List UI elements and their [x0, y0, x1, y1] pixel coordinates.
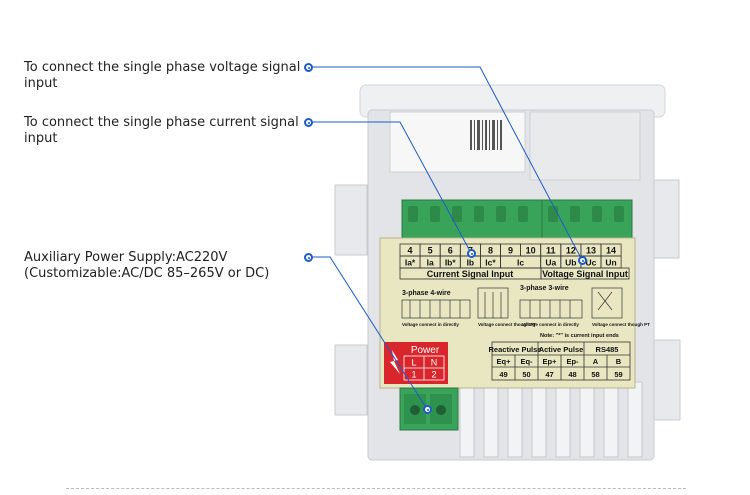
bottom-divider — [66, 488, 686, 489]
voltage-callout-dot — [304, 63, 313, 72]
power-supply-callout: Auxiliary Power Supply:AC220V (Customiza… — [24, 250, 324, 282]
terminal-name-2: Ib* — [445, 258, 457, 268]
current-input-callout: To connect the single phase current sign… — [24, 115, 314, 147]
pulse-number-47: 47 — [545, 370, 553, 379]
voltage-callout-line1: To connect the single phase voltage sign… — [24, 60, 301, 75]
power-n-label: N — [431, 358, 438, 368]
rotated-info-label — [529, 111, 641, 181]
terminal-name-row: Ia* Ia Ib* Ib Ic* Ic Ua Ub Uc Un — [399, 255, 622, 269]
current-callout-line1: To connect the single phase current sign… — [24, 115, 299, 130]
power-callout-line2: (Customizable:AC/DC 85–265V or DC) — [24, 266, 270, 281]
active-pulse-header: Active Pulse — [539, 345, 584, 354]
terminal-number-8: 8 — [488, 246, 493, 256]
terminal-name-9: Un — [605, 258, 616, 268]
pulse-name-1: Eq- — [520, 357, 533, 366]
voltage-callout-line2: input — [24, 76, 58, 91]
terminal-number-4: 4 — [408, 246, 413, 256]
diagram-3wire-title: 3-phase 3-wire — [520, 285, 569, 292]
reactive-pulse-header: Reactive Pulse — [489, 345, 542, 354]
voltage-signal-input-label: Voltage Signal Input — [542, 269, 628, 279]
power-title: Power — [411, 345, 440, 356]
barcode — [470, 120, 502, 150]
product-sticker — [389, 111, 526, 173]
terminal-name-5: Ic — [517, 258, 524, 268]
terminal-number-13: 13 — [586, 246, 596, 256]
current-signal-input-label: Current Signal Input — [427, 269, 514, 279]
lightning-icon — [390, 350, 400, 374]
leader-lines — [313, 66, 583, 410]
power-callout-line1: Auxiliary Power Supply:AC220V — [24, 250, 228, 265]
terminal-name-8: Uc — [586, 258, 597, 268]
power-terminal-dot — [423, 405, 432, 414]
current-terminal-dot — [467, 249, 476, 258]
pulse-name-2: Ep+ — [543, 357, 558, 366]
voltage-terminal-dot — [578, 256, 587, 265]
current-callout-dot — [304, 118, 313, 127]
current-callout-line2: input — [24, 131, 58, 146]
caption-4wire-direct: Voltage connect in directly — [402, 322, 459, 327]
pulse-output-table — [491, 341, 631, 381]
pulse-number-row: 49 50 47 48 58 59 — [499, 370, 622, 379]
terminal-number-6: 6 — [448, 246, 453, 256]
wiring-diagram-4wire — [401, 287, 509, 319]
terminal-number-12: 12 — [566, 246, 576, 256]
power-callout-dot — [304, 253, 313, 262]
terminal-name-3: Ib — [467, 258, 475, 268]
rs485-header: RS485 — [596, 345, 619, 354]
terminal-name-7: Ub — [565, 258, 576, 268]
caption-3wire-direct: Voltage connect in directly — [522, 322, 579, 327]
terminal-number-5: 5 — [428, 246, 433, 256]
pulse-number-50: 50 — [522, 370, 530, 379]
terminal-number-14: 14 — [606, 246, 616, 256]
power-pin-2: 2 — [431, 370, 436, 380]
caption-3wire-pt: Voltage connect though PT — [592, 322, 650, 327]
left-mount-clip-lower — [334, 344, 368, 416]
voltage-input-callout: To connect the single phase voltage sign… — [24, 60, 314, 92]
left-mount-clip — [334, 184, 368, 256]
caption-4wire-pt: Voltage connect though PT — [478, 322, 536, 327]
pulse-name-0: Eq+ — [497, 357, 512, 366]
terminal-number-11: 11 — [546, 246, 556, 256]
pulse-name-4: A — [593, 357, 599, 366]
pulse-number-48: 48 — [568, 370, 576, 379]
terminal-number-10: 10 — [526, 246, 536, 256]
terminal-name-0: Ia* — [405, 258, 416, 268]
pulse-number-49: 49 — [499, 370, 507, 379]
pulse-name-5: B — [616, 357, 622, 366]
power-l-label: L — [411, 358, 416, 368]
wiring-diagram-3wire — [519, 287, 623, 319]
diagram-4wire-title: 3-phase 4-wire — [402, 290, 451, 297]
terminal-name-4: Ic* — [485, 258, 496, 268]
pulse-number-58: 58 — [591, 370, 599, 379]
terminal-name-1: Ia — [427, 258, 434, 268]
terminal-number-9: 9 — [508, 246, 513, 256]
terminal-name-6: Ua — [545, 258, 556, 268]
pulse-name-3: Ep- — [566, 357, 579, 366]
pulse-number-59: 59 — [614, 370, 622, 379]
power-pin-1: 1 — [411, 370, 416, 380]
pulse-name-row: Eq+ Eq- Ep+ Ep- A B — [497, 357, 622, 366]
current-end-note: Note: "*" is current input ends — [540, 333, 619, 339]
